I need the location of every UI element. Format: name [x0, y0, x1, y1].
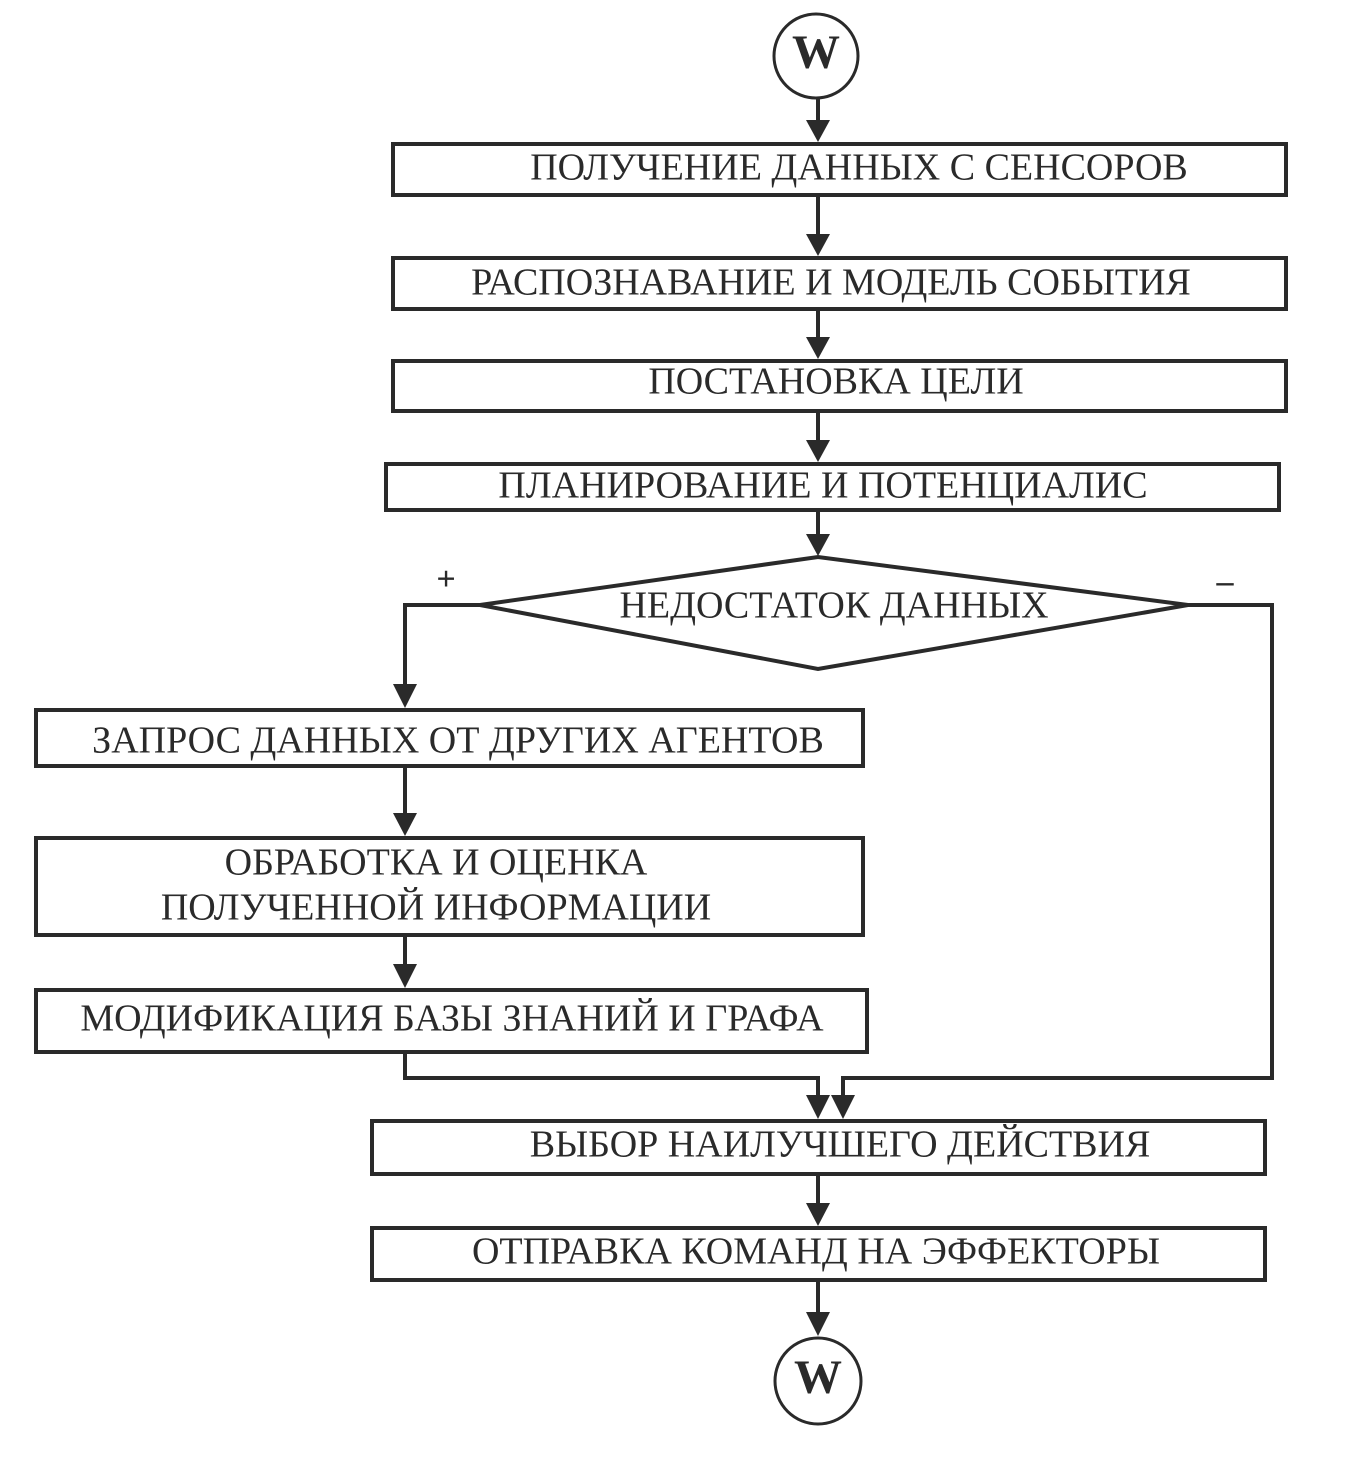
arrowhead — [393, 964, 417, 988]
step-2-label: РАСПОЗНАВАНИЕ И МОДЕЛЬ СОБЫТИЯ — [471, 262, 1191, 304]
step-9-box — [370, 1226, 1267, 1282]
step-7-box — [34, 988, 869, 1054]
arrowhead — [806, 1312, 830, 1336]
decision-yes-label: + — [436, 561, 455, 598]
arrowhead — [393, 813, 417, 836]
decision-label: НЕДОСТАТОК ДАННЫХ — [619, 585, 1048, 627]
step-7: МОДИФИКАЦИЯ БАЗЫ ЗНАНИЙ И ГРАФА — [34, 988, 869, 1054]
arrowhead — [806, 440, 830, 462]
step-6: ОБРАБОТКА И ОЦЕНКА ПОЛУЧЕННОЙ ИНФОРМАЦИИ — [34, 836, 865, 937]
decision: НЕДОСТАТОК ДАННЫХ + – — [436, 554, 1235, 672]
connectors — [403, 97, 1274, 1314]
step-6-label-line-2: ПОЛУЧЕННОЙ ИНФОРМАЦИИ — [161, 887, 711, 929]
arrowhead — [831, 1095, 855, 1119]
arrowhead — [393, 684, 417, 708]
arrowhead — [806, 234, 830, 256]
step-9-label: ОТПРАВКА КОМАНД НА ЭФФЕКТОРЫ — [472, 1231, 1160, 1273]
step-8-label: ВЫБОР НАИЛУЧШЕГО ДЕЙСТВИЯ — [530, 1124, 1151, 1166]
step-2: РАСПОЗНАВАНИЕ И МОДЕЛЬ СОБЫТИЯ — [391, 256, 1288, 311]
start-terminal-label: W — [792, 26, 840, 79]
step-5: ЗАПРОС ДАННЫХ ОТ ДРУГИХ АГЕНТОВ — [34, 708, 865, 768]
arrowhead — [806, 534, 830, 556]
step-2-box — [391, 256, 1288, 311]
end-terminal: W — [773, 1336, 863, 1426]
arrowhead — [806, 1095, 830, 1119]
step-7-label: МОДИФИКАЦИЯ БАЗЫ ЗНАНИЙ И ГРАФА — [80, 998, 824, 1040]
connector-s7-s8 — [403, 1052, 820, 1097]
step-3-box — [391, 359, 1288, 413]
step-4-label: ПЛАНИРОВАНИЕ И ПОТЕНЦИАЛИС — [498, 465, 1147, 507]
decision-diamond — [479, 554, 1189, 672]
step-4: ПЛАНИРОВАНИЕ И ПОТЕНЦИАЛИС — [384, 462, 1281, 512]
step-1: ПОЛУЧЕНИЕ ДАННЫХ С СЕНСОРОВ — [391, 142, 1288, 197]
start-terminal-circle — [772, 12, 860, 100]
decision-no-label: – — [1216, 563, 1235, 600]
end-terminal-label: W — [794, 1351, 842, 1404]
step-8-box — [370, 1119, 1267, 1176]
step-1-label: ПОЛУЧЕНИЕ ДАННЫХ С СЕНСОРОВ — [530, 147, 1188, 189]
connector-no-branch — [841, 603, 1274, 1097]
step-5-box — [34, 708, 865, 768]
step-4-box — [384, 462, 1281, 512]
step-1-box — [391, 142, 1288, 197]
arrowhead — [806, 337, 830, 359]
step-6-label-line-1: ОБРАБОТКА И ОЦЕНКА — [225, 842, 648, 884]
step-3-label: ПОСТАНОВКА ЦЕЛИ — [648, 361, 1023, 403]
start-terminal: W — [772, 12, 860, 100]
step-6-box — [34, 836, 865, 937]
arrowhead — [806, 1203, 830, 1226]
step-8: ВЫБОР НАИЛУЧШЕГО ДЕЙСТВИЯ — [370, 1119, 1267, 1176]
step-9: ОТПРАВКА КОМАНД НА ЭФФЕКТОРЫ — [370, 1226, 1267, 1282]
arrowheads — [393, 120, 855, 1336]
end-terminal-circle — [773, 1336, 863, 1426]
arrowhead — [806, 120, 830, 142]
step-3: ПОСТАНОВКА ЦЕЛИ — [391, 359, 1288, 413]
connector-yes-branch — [403, 603, 480, 686]
step-5-label: ЗАПРОС ДАННЫХ ОТ ДРУГИХ АГЕНТОВ — [92, 720, 824, 762]
